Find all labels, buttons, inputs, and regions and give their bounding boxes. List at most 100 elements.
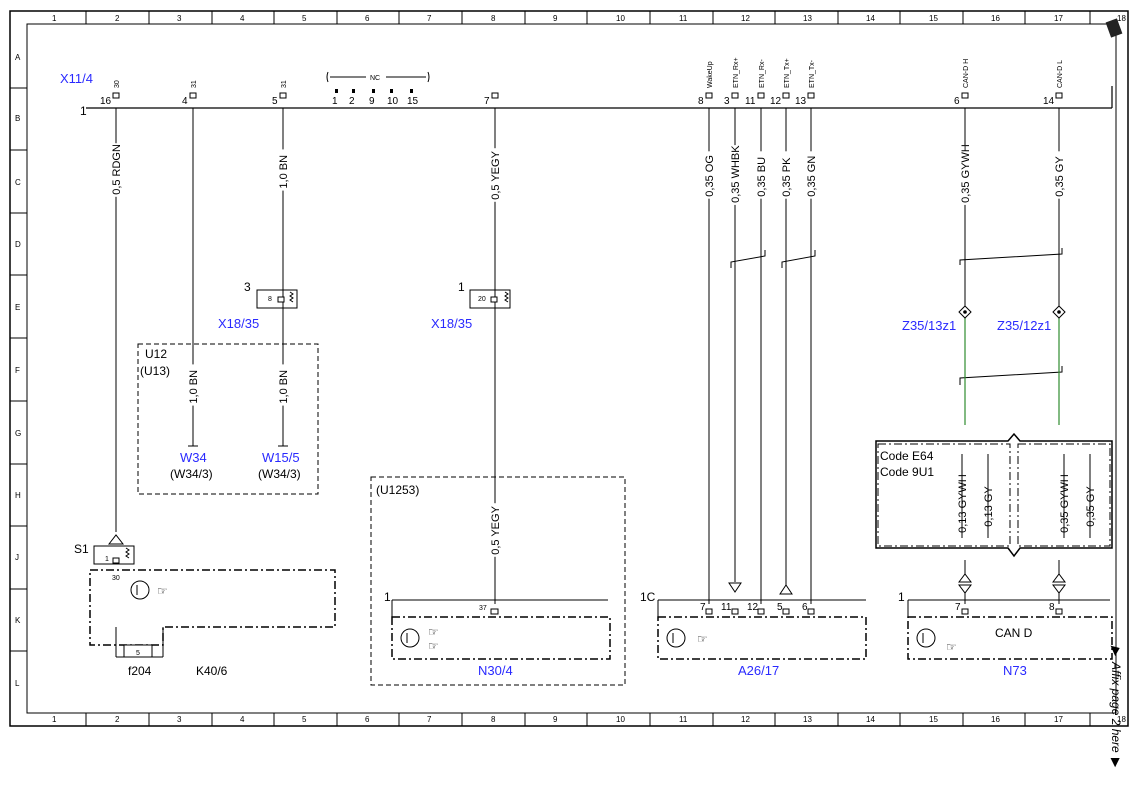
n73-can-label: CAN D <box>995 626 1033 640</box>
wire-label: 0,13 GY <box>983 486 995 527</box>
wire-label: 1,0 BN <box>188 370 200 404</box>
n30-label: N30/4 <box>478 663 513 678</box>
grid-col-top: 4 <box>240 14 245 23</box>
frame-inner <box>26 23 1117 714</box>
svg-text:(W34/3): (W34/3) <box>170 467 213 481</box>
pin-socket <box>807 92 815 99</box>
grid-col-top: 16 <box>991 14 1000 23</box>
top-pin-signal: CAN-D H <box>963 59 970 88</box>
grid-col-bottom: 4 <box>240 715 245 724</box>
n73-label: N73 <box>1003 663 1027 678</box>
svg-text:☞: ☞ <box>946 640 957 654</box>
x18-right: 1 20 X18/35 <box>431 280 511 331</box>
a26-label: A26/17 <box>738 663 779 678</box>
wire-label: 0,13 GYWH <box>957 474 969 533</box>
top-pin-number: 4 <box>182 96 188 107</box>
wire-label: 0,35 PK <box>781 157 793 197</box>
grid-col-bottom: 2 <box>115 715 120 724</box>
corner-icon <box>1105 18 1123 38</box>
top-pin-number: 11 <box>745 96 756 107</box>
twist-markers <box>730 248 1063 385</box>
wire-label: 0,35 GN <box>806 156 818 197</box>
z35-left-label: Z35/13z1 <box>902 318 956 333</box>
top-pin-number: 14 <box>1043 96 1055 107</box>
grid-row: A <box>15 53 21 62</box>
grid-col-bottom: 18 <box>1117 715 1126 724</box>
svg-text:1C: 1C <box>640 590 656 604</box>
grid-col-top: 12 <box>741 14 750 23</box>
x18-right-label: X18/35 <box>431 316 472 331</box>
grid-labels: 1122334455667788991010111112121313141415… <box>15 14 1126 724</box>
grid-row: B <box>15 114 20 123</box>
grid-row: J <box>15 553 19 562</box>
frame-outer <box>9 10 1129 727</box>
top-pin-number: 12 <box>770 96 782 107</box>
grid-col-bottom: 8 <box>491 715 496 724</box>
grid-col-top: 18 <box>1117 14 1126 23</box>
x18-left-label: X18/35 <box>218 316 259 331</box>
top-pin-number: 7 <box>484 96 490 107</box>
svg-text:(U13): (U13) <box>140 364 170 378</box>
svg-text:▶: ▶ <box>1109 758 1123 768</box>
grid-col-top: 13 <box>803 14 812 23</box>
wire-label: 0,35 GY <box>1085 486 1097 527</box>
a26-pin: 7 <box>700 602 706 613</box>
grid-marks <box>10 11 1091 726</box>
grid-col-bottom: 15 <box>929 715 938 724</box>
pin-socket <box>731 92 739 99</box>
wire-label: 0,35 GY <box>1054 156 1066 197</box>
grid-col-top: 1 <box>52 14 57 23</box>
grid-col-bottom: 9 <box>553 715 558 724</box>
svg-text:☞: ☞ <box>428 639 439 653</box>
wire-label: 0,5 YEGY <box>490 150 502 199</box>
svg-text:Code E64: Code E64 <box>880 449 934 463</box>
wire-label: 0,35 OG <box>704 155 716 197</box>
nc-pin-number: 10 <box>387 96 399 107</box>
a26-pin: 11 <box>721 602 732 613</box>
grid-col-bottom: 17 <box>1054 715 1063 724</box>
wire-label: 0,5 YEGY <box>490 505 502 554</box>
top-pin-signal: 31 <box>281 80 288 88</box>
grid-col-bottom: 6 <box>365 715 370 724</box>
grid-col-bottom: 12 <box>741 715 750 724</box>
grid-col-top: 11 <box>679 14 688 23</box>
z35-right-label: Z35/12z1 <box>997 318 1051 333</box>
grid-col-bottom: 7 <box>427 715 432 724</box>
svg-text:8: 8 <box>268 296 272 303</box>
wire-label: 1,0 BN <box>278 370 290 404</box>
pin-socket <box>491 92 499 99</box>
side-note: ▶ Affix page 2 here ▶ <box>1109 645 1123 768</box>
svg-text:S1: S1 <box>74 542 89 556</box>
svg-text:1: 1 <box>458 280 465 294</box>
wire-label: 0,35 WHBK <box>730 145 742 203</box>
nc-pin-number: 1 <box>332 96 338 107</box>
pin-socket <box>279 92 287 99</box>
u1253-box: (U1253) <box>370 476 626 686</box>
svg-text:☞: ☞ <box>697 632 708 646</box>
grid-col-top: 8 <box>491 14 496 23</box>
top-pin-signal: ETN_Tx+ <box>784 58 791 88</box>
top-pin-signal: ETN_Tx- <box>809 59 816 88</box>
grid-col-bottom: 14 <box>866 715 875 724</box>
top-pin-signal: 31 <box>191 80 198 88</box>
svg-text:Code 9U1: Code 9U1 <box>880 465 934 479</box>
grid-col-top: 5 <box>302 14 307 23</box>
can-green-wires <box>964 318 1060 425</box>
n30-module: 1 37 ☞ ☞ N30/4 <box>384 590 611 678</box>
bus-number: 1 <box>80 104 87 118</box>
svg-text:▶: ▶ <box>1109 645 1123 656</box>
svg-text:3: 3 <box>244 280 251 294</box>
top-pin-number: 8 <box>698 96 704 107</box>
pin-socket <box>1055 92 1063 99</box>
grid-row: G <box>15 429 21 438</box>
grid-row: C <box>15 178 21 187</box>
grid-col-top: 10 <box>616 14 625 23</box>
a26-pin: 5 <box>777 602 783 613</box>
wire-label: 0,35 BU <box>756 157 768 197</box>
grid-col-top: 9 <box>553 14 558 23</box>
top-pin-number: 3 <box>724 96 730 107</box>
a26-pin: 12 <box>747 602 759 613</box>
nc-label: NC <box>370 75 380 82</box>
